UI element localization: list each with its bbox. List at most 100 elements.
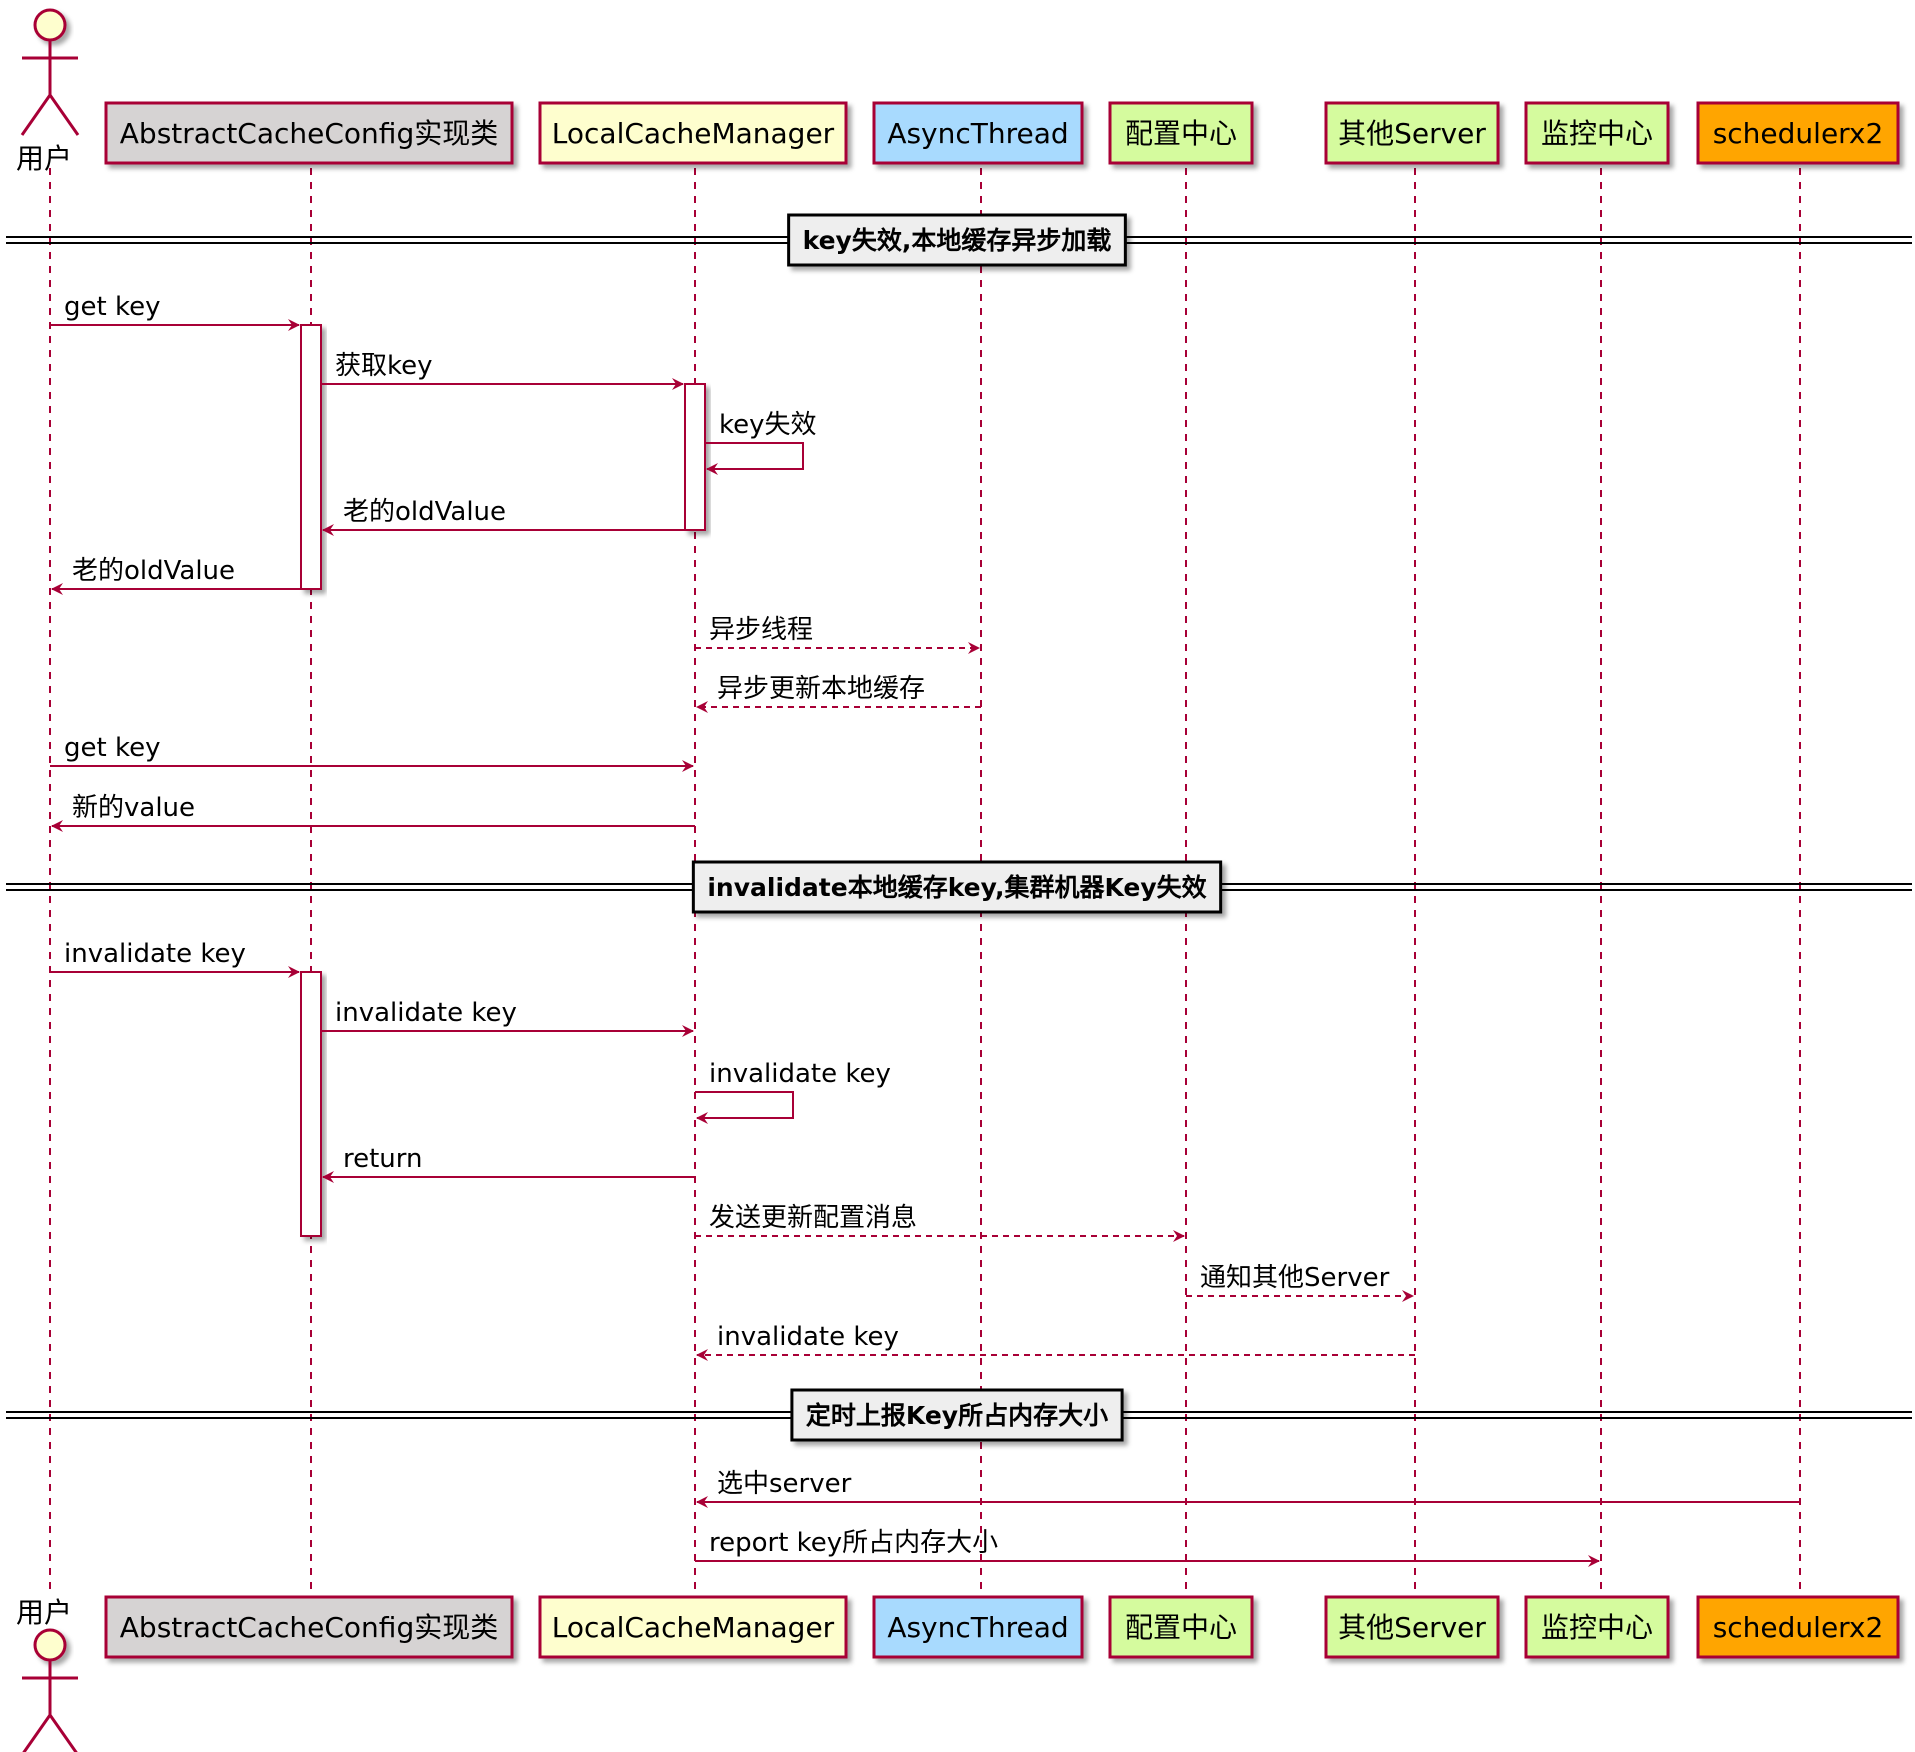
divider-box — [790, 1388, 1124, 1442]
message-label: 通知其他Server — [1200, 1263, 1390, 1293]
participant-label: 其他Server — [1338, 1611, 1486, 1644]
activation-bar — [684, 383, 706, 531]
participant-box — [104, 101, 514, 165]
participant-label: AsyncThread — [887, 1611, 1068, 1644]
message-label: 老的oldValue — [343, 497, 506, 527]
participant-monitor-bottom: 监控中心 — [1524, 1595, 1670, 1659]
participant-box — [1696, 1595, 1900, 1659]
participant-user-actor-top: 用户 — [16, 8, 80, 175]
participant-label: LocalCacheManager — [552, 117, 835, 150]
participant-box — [1324, 1595, 1500, 1659]
message-16: 选中server — [696, 1469, 1800, 1508]
participant-local-bottom: LocalCacheManager — [538, 1595, 848, 1659]
actor-body — [20, 40, 80, 136]
participant-label: LocalCacheManager — [552, 1611, 835, 1644]
activation-bar — [300, 971, 322, 1237]
participant-box — [1108, 1595, 1254, 1659]
participant-config-bottom: 配置中心 — [1108, 1595, 1254, 1659]
participant-label: AbstractCacheConfig实现类 — [120, 1611, 498, 1644]
message-label: invalidate key — [64, 939, 246, 969]
message-label: invalidate key — [335, 998, 517, 1028]
message-label: 异步更新本地缓存 — [717, 674, 925, 704]
divider-label: 定时上报Key所占内存大小 — [806, 1401, 1108, 1430]
activation-bar — [300, 324, 322, 590]
message-0: get key — [50, 292, 300, 331]
participant-local-top: LocalCacheManager — [538, 101, 848, 165]
self-message-arrow — [695, 1091, 794, 1124]
message-label: 选中server — [717, 1469, 852, 1499]
actor-head — [33, 1628, 67, 1662]
divider-box — [787, 213, 1127, 267]
participant-other-bottom: 其他Server — [1324, 1595, 1500, 1659]
participant-config-top: 配置中心 — [1108, 101, 1254, 165]
participant-label: 配置中心 — [1125, 117, 1237, 150]
participant-label: schedulerx2 — [1713, 1611, 1884, 1644]
message-label: 发送更新配置消息 — [709, 1203, 917, 1233]
divider-label: invalidate本地缓存key,集群机器Key失效 — [707, 873, 1206, 902]
participant-label: 监控中心 — [1541, 1611, 1653, 1644]
participant-box — [872, 1595, 1084, 1659]
message-label: key失效 — [719, 410, 817, 440]
participant-scheduler-bottom: schedulerx2 — [1696, 1595, 1900, 1659]
participant-label: AsyncThread — [887, 117, 1068, 150]
participant-abstract-top: AbstractCacheConfig实现类 — [104, 101, 514, 165]
participant-abstract-bottom: AbstractCacheConfig实现类 — [104, 1595, 514, 1659]
participant-box — [1324, 101, 1500, 165]
message-2: key失效 — [705, 410, 817, 475]
actor-head — [33, 8, 67, 42]
message-label: get key — [64, 292, 160, 322]
message-label: 获取key — [335, 351, 433, 381]
participant-label: 用户 — [16, 142, 72, 175]
participant-scheduler-top: schedulerx2 — [1696, 101, 1900, 165]
message-15: invalidate key — [696, 1322, 1415, 1361]
message-10: invalidate key — [321, 998, 694, 1037]
message-label: get key — [64, 733, 160, 763]
participant-box — [1524, 101, 1670, 165]
participant-box — [872, 101, 1084, 165]
message-label: 老的oldValue — [72, 556, 235, 586]
participant-async-bottom: AsyncThread — [872, 1595, 1084, 1659]
message-14: 通知其他Server — [1186, 1263, 1414, 1302]
participant-label: schedulerx2 — [1713, 117, 1884, 150]
participant-box — [1696, 101, 1900, 165]
participant-label: 监控中心 — [1541, 117, 1653, 150]
message-7: get key — [50, 733, 694, 772]
message-11: invalidate key — [695, 1059, 891, 1124]
message-label: return — [343, 1144, 423, 1174]
self-message-arrow — [705, 442, 804, 475]
message-label: invalidate key — [717, 1322, 899, 1352]
message-17: report key所占内存大小 — [695, 1528, 1600, 1567]
message-1: 获取key — [321, 351, 684, 390]
participant-other-top: 其他Server — [1324, 101, 1500, 165]
message-label: 异步线程 — [709, 615, 813, 645]
participant-box — [104, 1595, 514, 1659]
message-12: return — [322, 1144, 695, 1183]
participant-heads-top: 用户 AbstractCacheConfig实现类 LocalCacheManage… — [16, 8, 1900, 175]
message-8: 新的value — [51, 793, 695, 832]
participant-label: AbstractCacheConfig实现类 — [120, 117, 498, 150]
section-dividers: key失效,本地缓存异步加载 invalidate本地缓存key,集群机器Key失… — [6, 213, 1912, 1442]
participant-label: 配置中心 — [1125, 1611, 1237, 1644]
message-5: 异步线程 — [695, 615, 980, 654]
participant-label: 用户 — [16, 1596, 72, 1629]
divider-label: key失效,本地缓存异步加载 — [803, 226, 1112, 255]
participant-heads-bottom: 用户 AbstractCacheConfig实现类 LocalCacheManage… — [16, 1595, 1900, 1752]
participant-box — [1524, 1595, 1670, 1659]
message-label: 新的value — [72, 793, 195, 823]
message-6: 异步更新本地缓存 — [696, 674, 981, 713]
message-label: report key所占内存大小 — [709, 1528, 998, 1558]
participant-box — [1108, 101, 1254, 165]
participant-user-actor-bottom: 用户 — [16, 1596, 78, 1752]
participant-label: 其他Server — [1338, 117, 1486, 150]
message-label: invalidate key — [709, 1059, 891, 1089]
message-3: 老的oldValue — [322, 497, 685, 536]
message-4: 老的oldValue — [51, 556, 301, 595]
message-9: invalidate key — [50, 939, 300, 978]
activation-bars — [300, 324, 706, 1237]
divider-box — [691, 860, 1223, 914]
message-13: 发送更新配置消息 — [695, 1203, 1185, 1242]
participant-box — [538, 1595, 848, 1659]
participant-box — [538, 101, 848, 165]
